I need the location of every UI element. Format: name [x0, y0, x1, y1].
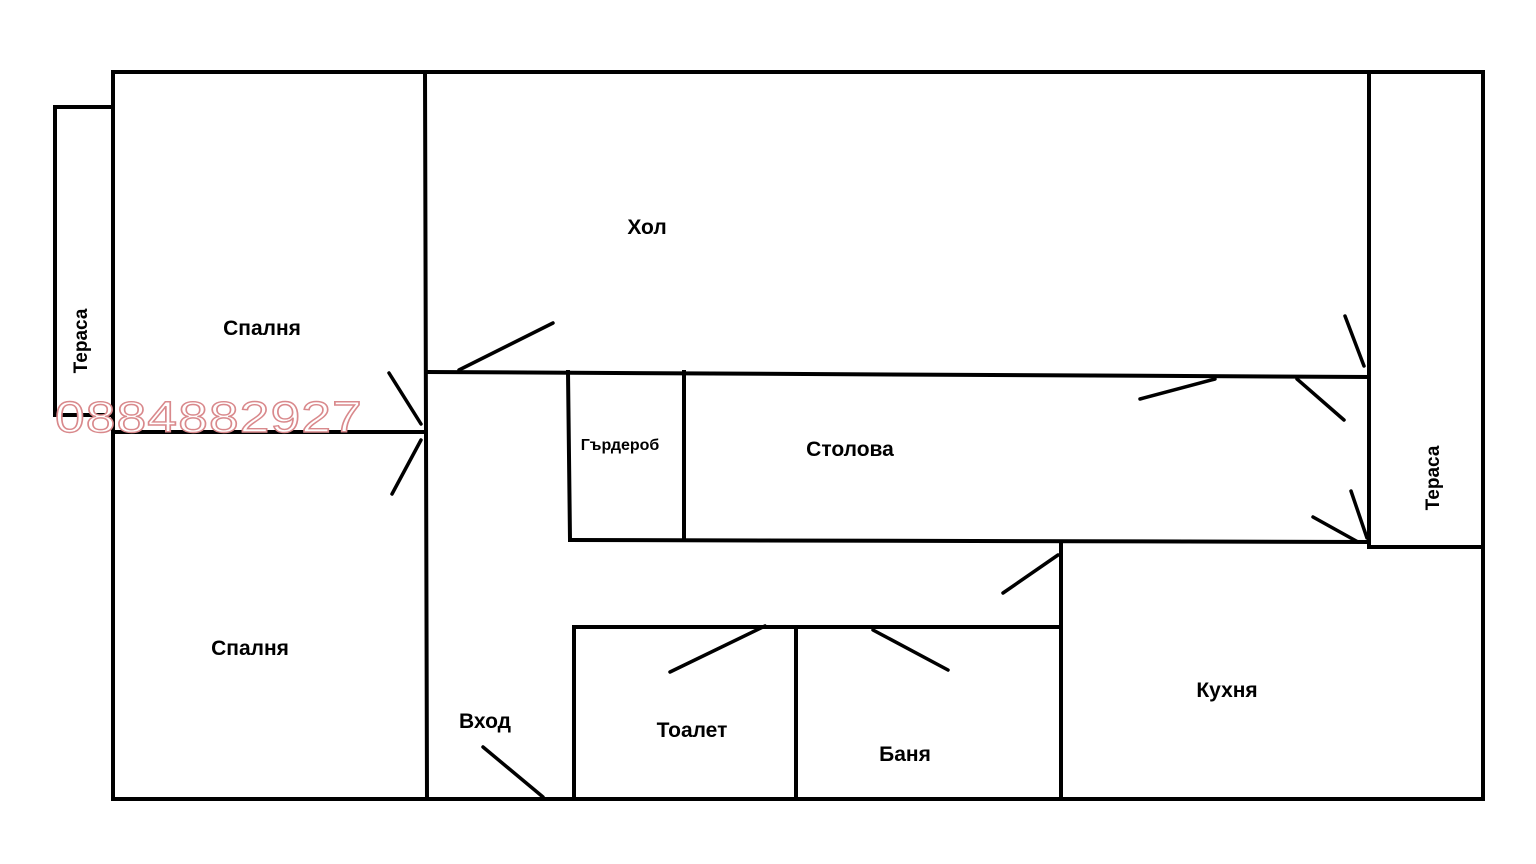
door-living [457, 321, 555, 372]
label-dining: Столова [806, 438, 894, 461]
door-toilet [668, 624, 767, 674]
door-dining-terrace-2 [1311, 515, 1360, 544]
wall-bedrooms-right [422, 69, 430, 802]
label-terrace-right: Тераса [1423, 445, 1444, 510]
door-dining-terrace [1349, 489, 1369, 540]
wall-living-bottom [424, 369, 1372, 380]
door-dining-1 [1138, 377, 1217, 401]
label-bathroom: Баня [879, 743, 931, 766]
wall-dining-bottom [567, 537, 1372, 545]
door-bedroom-bottom [390, 438, 423, 496]
label-bedroom-bottom: Спалня [211, 637, 289, 660]
label-kitchen: Кухня [1196, 679, 1257, 702]
door-bathroom [871, 628, 950, 672]
doors [387, 314, 1369, 799]
door-dining-2 [1295, 377, 1346, 422]
door-entrance [481, 745, 545, 799]
terrace-left-outline [53, 105, 115, 417]
door-living-terrace [1343, 314, 1366, 368]
walls [53, 69, 1485, 802]
label-entrance: Вход [459, 710, 511, 733]
label-wardrobe: Гърдероб [581, 437, 660, 454]
label-living: Хол [627, 216, 666, 239]
wall-wardrobe-left [565, 369, 573, 543]
label-terrace-left: Тераса [71, 308, 92, 373]
label-bedroom-top: Спалня [223, 317, 301, 340]
door-bedroom-top [387, 371, 423, 426]
door-kitchen [1001, 553, 1060, 595]
phone-watermark: 0884882927 [55, 393, 363, 442]
label-toilet: Тоалет [657, 719, 728, 742]
room-labels: Тераса Спалня Спалня Хол Гърдероб Столов… [71, 216, 1444, 766]
